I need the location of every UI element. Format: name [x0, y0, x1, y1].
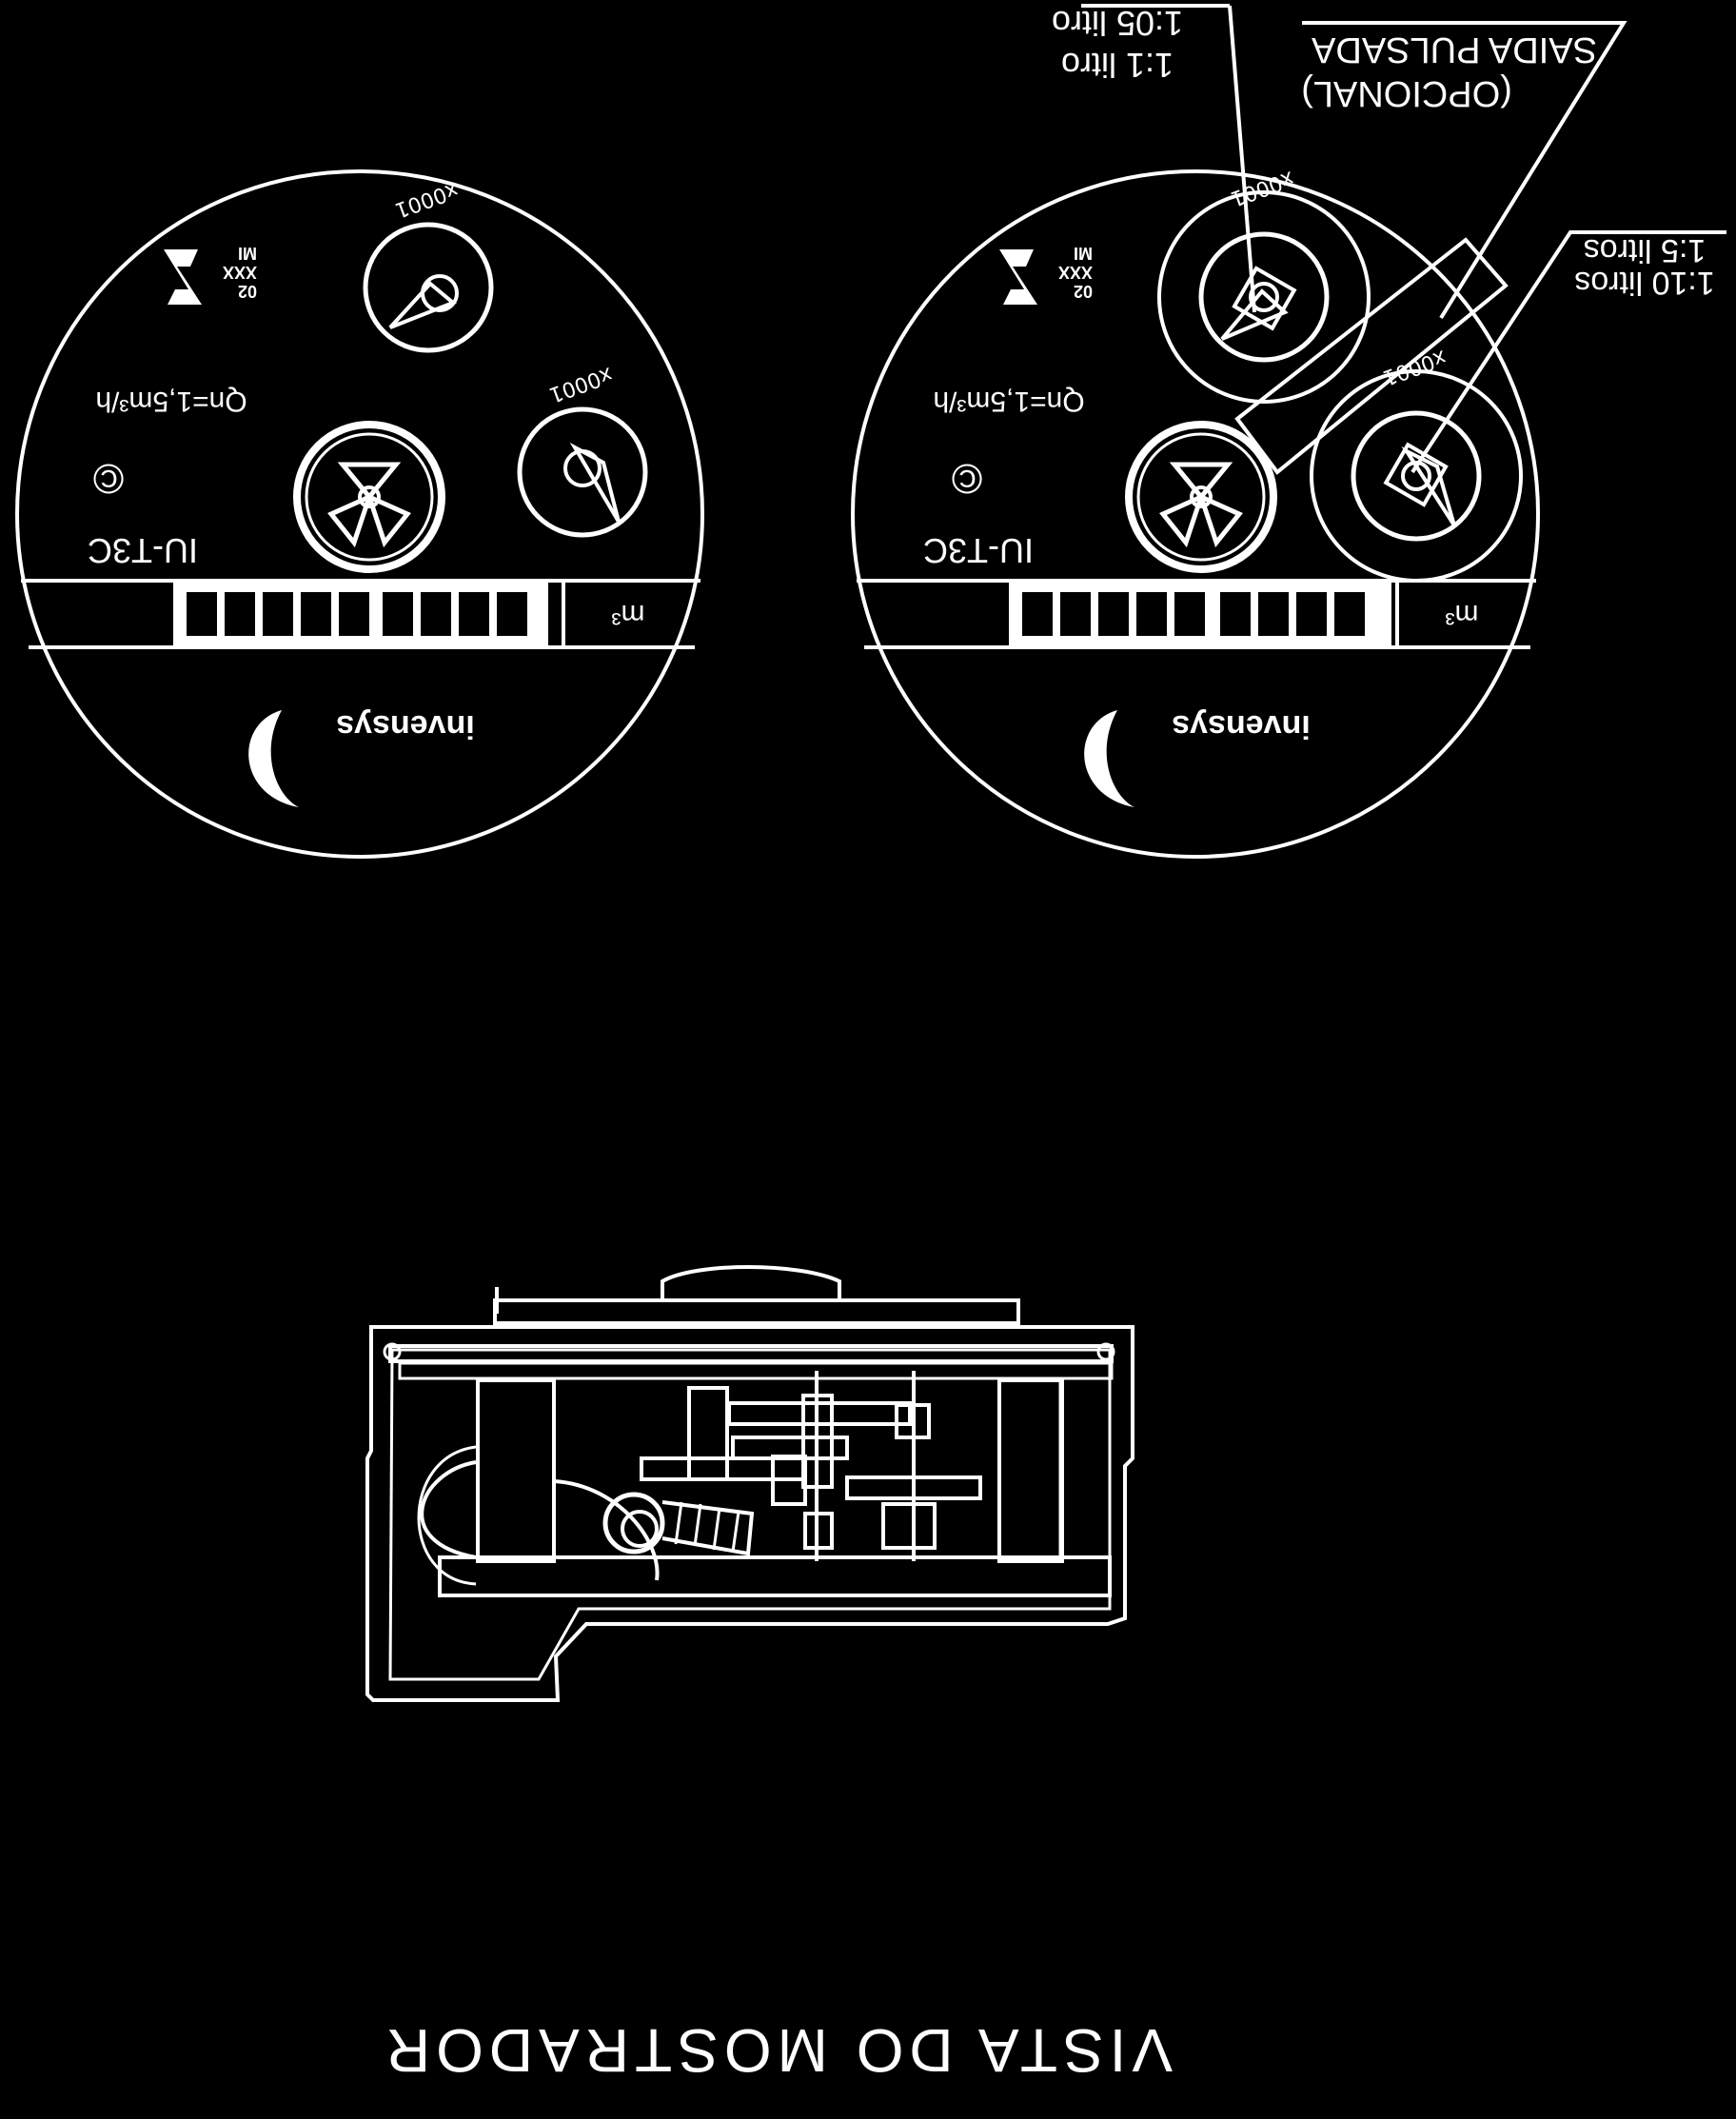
dial-right: m³ x0001 x0001: [851, 166, 1540, 859]
cert-mark-icon: [999, 249, 1037, 305]
callout-ratio-a: 1:05 litro: [1052, 4, 1183, 43]
model-label: IU-T3C: [923, 531, 1034, 570]
callouts: 1:05 litro 1:1 litro SAIDA PULSADA (OPCI…: [1052, 4, 1726, 474]
odometer-digits: [173, 583, 548, 647]
callout-ratio-c: 1:5 litros: [1584, 232, 1706, 268]
unit-label: m³: [612, 599, 645, 630]
model-label: IU-T3C: [88, 531, 198, 570]
cert-line-2: XXX: [1058, 263, 1093, 282]
cert-line-2: XXX: [223, 263, 257, 282]
odometer-digits: [1009, 583, 1391, 647]
flow-rate: Qn=1,5m³/h: [95, 386, 247, 417]
star-wheel-icon: [293, 421, 445, 573]
copyright-mark: ©: [93, 455, 124, 502]
pointer-dial-right: [1310, 369, 1523, 583]
crescent-logo-icon: [1084, 710, 1134, 807]
star-wheel-icon: [1125, 421, 1277, 573]
cert-line-1: 02: [238, 282, 257, 301]
cert-line-1: 02: [1074, 282, 1093, 301]
callout-pulse-title: SAIDA PULSADA: [1311, 30, 1597, 69]
pointer-dial-top: [1157, 190, 1371, 404]
cert-line-3: MI: [238, 244, 257, 263]
page-title: VISTA DO MOSTRADOR: [381, 2016, 1173, 2085]
copyright-mark: ©: [952, 455, 982, 502]
crescent-logo-icon: [248, 710, 299, 807]
pulse-output-module: [1234, 237, 1509, 475]
brand-name: invensys: [336, 708, 475, 744]
gear-train: [640, 1371, 982, 1561]
pointer-dial-right: [517, 406, 648, 538]
dial-left: m³ x0001 x0001: [15, 169, 704, 859]
callout-pulse-optional: (OPCIONAL): [1301, 73, 1512, 113]
cert-mark-icon: [164, 249, 202, 305]
callout-ratio-b: 1:1 litro: [1061, 46, 1174, 85]
pointer-dial-top: [363, 222, 494, 353]
unit-label: m³: [1446, 599, 1479, 630]
meter-cross-section: [365, 1265, 1134, 1702]
cert-line-3: MI: [1074, 244, 1093, 263]
brand-name: invensys: [1172, 708, 1311, 744]
worm-gear: [602, 1492, 755, 1556]
callout-ratio-d: 1:10 litros: [1574, 265, 1714, 301]
flow-rate: Qn=1,5m³/h: [933, 386, 1084, 417]
